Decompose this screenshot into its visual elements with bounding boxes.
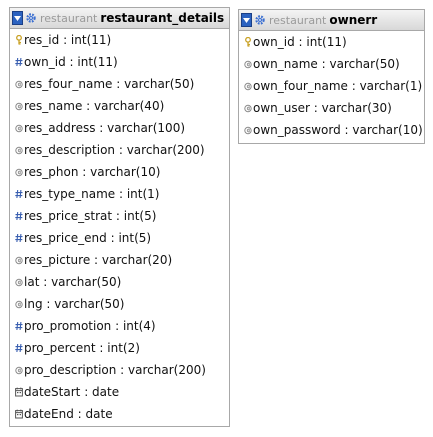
column-row[interactable]: pro_description : varchar(200) (10, 359, 229, 381)
column-label: dateStart : date (24, 385, 120, 399)
string-column-icon (15, 299, 23, 309)
database-name: restaurant (40, 11, 98, 25)
column-row[interactable]: own_id : int(11) (10, 51, 229, 73)
column-row[interactable]: dateStart : date (10, 381, 229, 403)
column-row[interactable]: res_four_name : varchar(50) (10, 73, 229, 95)
string-column-icon (15, 255, 23, 265)
column-label: dateEnd : date (24, 407, 113, 421)
column-label: res_id : int(11) (24, 33, 112, 47)
column-label: res_picture : varchar(20) (24, 253, 173, 267)
column-row[interactable]: res_id : int(11) (10, 29, 229, 51)
column-row[interactable]: own_id : int(11) (239, 31, 424, 53)
column-row[interactable]: lng : varchar(50) (10, 293, 229, 315)
column-label: own_user : varchar(30) (253, 101, 392, 115)
table-restaurant-details[interactable]: restaurant restaurant_details res_id : i… (9, 7, 230, 427)
column-label: res_type_name : int(1) (24, 187, 160, 201)
string-column-icon (15, 123, 23, 133)
column-label: res_address : varchar(100) (24, 121, 186, 135)
column-label: lat : varchar(50) (24, 275, 122, 289)
column-label: res_four_name : varchar(50) (24, 77, 195, 91)
string-column-icon (244, 125, 252, 135)
numeric-column-icon (15, 57, 23, 67)
column-list: own_id : int(11) own_name : varchar(50) ow… (239, 31, 424, 141)
column-row[interactable]: pro_percent : int(2) (10, 337, 229, 359)
numeric-column-icon (15, 321, 23, 331)
column-row[interactable]: own_name : varchar(50) (239, 53, 424, 75)
column-label: own_password : varchar(10) (253, 123, 423, 137)
numeric-column-icon (15, 211, 23, 221)
collapse-toggle-icon[interactable] (241, 13, 252, 27)
string-column-icon (15, 101, 23, 111)
column-label: own_four_name : varchar(1) (253, 79, 423, 93)
column-label: res_price_end : int(5) (24, 231, 152, 245)
table-name: ownerr (329, 13, 378, 27)
string-column-icon (244, 81, 252, 91)
column-label: pro_percent : int(2) (24, 341, 140, 355)
column-list: res_id : int(11) own_id : int(11) res_four… (10, 29, 229, 425)
column-row[interactable]: own_password : varchar(10) (239, 119, 424, 141)
column-label: own_id : int(11) (24, 55, 118, 69)
numeric-column-icon (15, 343, 23, 353)
string-column-icon (15, 277, 23, 287)
column-row[interactable]: res_name : varchar(40) (10, 95, 229, 117)
string-column-icon (244, 59, 252, 69)
column-label: res_description : varchar(200) (24, 143, 205, 157)
column-row[interactable]: res_description : varchar(200) (10, 139, 229, 161)
column-row[interactable]: own_user : varchar(30) (239, 97, 424, 119)
table-name: restaurant_details (100, 11, 225, 25)
column-row[interactable]: own_four_name : varchar(1) (239, 75, 424, 97)
date-column-icon (15, 409, 23, 419)
string-column-icon (15, 365, 23, 375)
column-row[interactable]: res_phon : varchar(10) (10, 161, 229, 183)
column-label: res_name : varchar(40) (24, 99, 165, 113)
column-row[interactable]: pro_promotion : int(4) (10, 315, 229, 337)
column-label: res_phon : varchar(10) (24, 165, 161, 179)
date-column-icon (15, 387, 23, 397)
column-label: res_price_strat : int(5) (24, 209, 157, 223)
numeric-column-icon (15, 189, 23, 199)
column-row[interactable]: dateEnd : date (10, 403, 229, 425)
column-label: pro_description : varchar(200) (24, 363, 206, 377)
column-row[interactable]: res_picture : varchar(20) (10, 249, 229, 271)
column-row[interactable]: res_type_name : int(1) (10, 183, 229, 205)
table-header[interactable]: restaurant ownerr (239, 10, 424, 31)
gear-icon[interactable] (254, 14, 266, 26)
table-ownerr[interactable]: restaurant ownerr own_id : int(11) own_na… (238, 9, 425, 144)
collapse-toggle-icon[interactable] (12, 11, 23, 25)
column-label: pro_promotion : int(4) (24, 319, 156, 333)
string-column-icon (15, 79, 23, 89)
column-label: lng : varchar(50) (24, 297, 125, 311)
gear-icon[interactable] (25, 12, 37, 24)
string-column-icon (15, 145, 23, 155)
column-row[interactable]: lat : varchar(50) (10, 271, 229, 293)
column-row[interactable]: res_price_strat : int(5) (10, 205, 229, 227)
column-label: own_name : varchar(50) (253, 57, 400, 71)
table-header[interactable]: restaurant restaurant_details (10, 8, 229, 29)
string-column-icon (244, 103, 252, 113)
numeric-column-icon (15, 233, 23, 243)
key-icon (15, 35, 23, 45)
string-column-icon (15, 167, 23, 177)
key-icon (244, 37, 252, 47)
column-row[interactable]: res_price_end : int(5) (10, 227, 229, 249)
database-name: restaurant (269, 13, 327, 27)
column-row[interactable]: res_address : varchar(100) (10, 117, 229, 139)
column-label: own_id : int(11) (253, 35, 347, 49)
